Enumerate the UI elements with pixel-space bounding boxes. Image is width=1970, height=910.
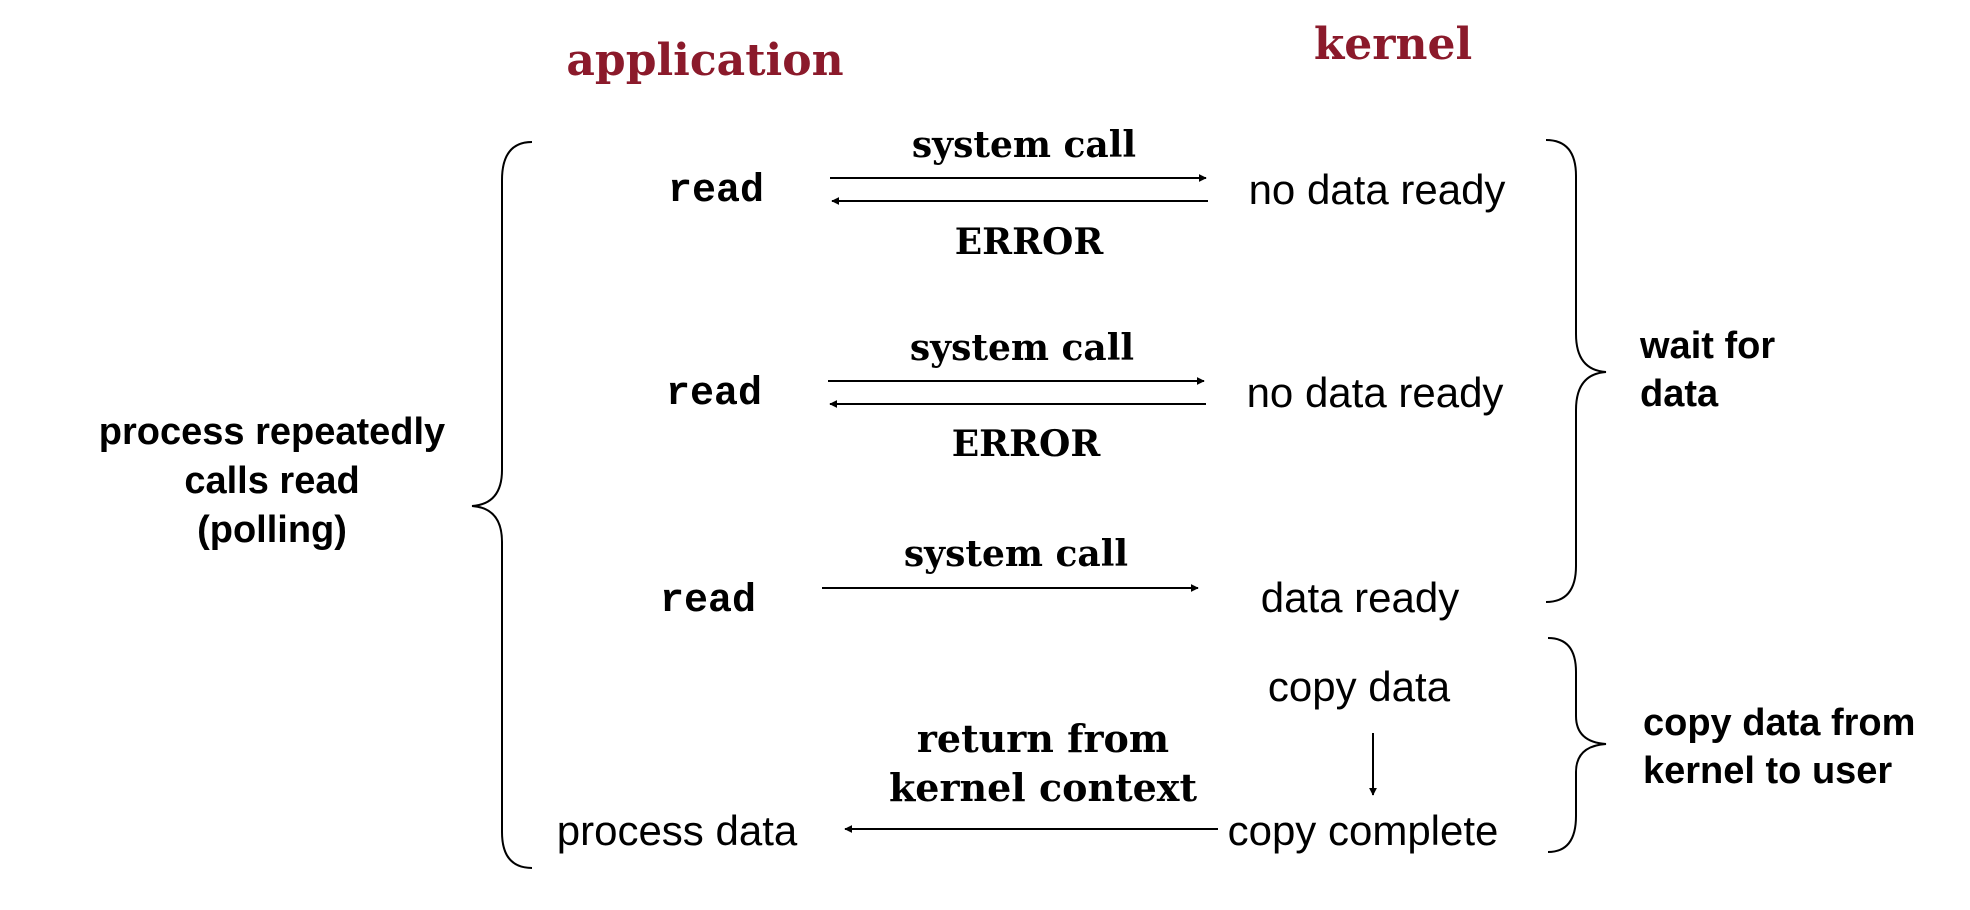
row2-read: read: [666, 372, 762, 417]
return-label-line1: return from: [917, 716, 1169, 761]
row2-error-label: ERROR: [952, 423, 1102, 465]
left-brace: [471, 141, 533, 869]
copy-data-label: copy data: [1268, 663, 1451, 710]
row1-kernel-status: no data ready: [1249, 166, 1506, 213]
copy-brace-label-line2: kernel to user: [1643, 750, 1892, 792]
right-brace-copy: [1547, 637, 1607, 853]
copy-brace-label-line1: copy data from: [1643, 702, 1915, 744]
row1-error-label: ERROR: [955, 221, 1105, 263]
wait-label-line1: wait for: [1639, 325, 1775, 367]
header-kernel: kernel: [1314, 19, 1472, 70]
right-brace-wait: [1545, 139, 1607, 603]
row2-kernel-status: no data ready: [1247, 369, 1504, 416]
row2-system-call-label: system call: [910, 327, 1134, 369]
wait-label-line2: data: [1640, 373, 1719, 415]
row1-read: read: [668, 169, 764, 214]
left-brace-label-line1: process repeatedly: [99, 411, 445, 453]
row3-kernel-status: data ready: [1261, 574, 1459, 621]
process-data-label: process data: [557, 807, 798, 854]
row3-read: read: [660, 579, 756, 624]
left-brace-label-line3: (polling): [197, 509, 347, 551]
copy-complete-label: copy complete: [1228, 807, 1499, 854]
row1-system-call-label: system call: [912, 124, 1136, 166]
header-application: application: [566, 35, 843, 86]
return-label-line2: kernel context: [889, 765, 1197, 810]
left-brace-label-line2: calls read: [184, 460, 359, 502]
row3-system-call-label: system call: [904, 533, 1128, 575]
